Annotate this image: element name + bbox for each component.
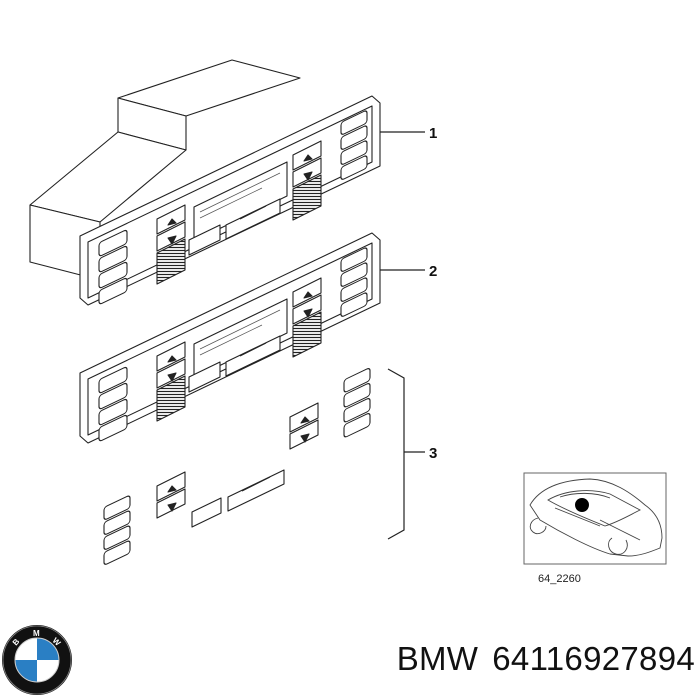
right-buttons-1 [340, 110, 368, 180]
bmw-roundel-icon: B M W [2, 625, 72, 695]
control-panel-2 [79, 232, 381, 444]
loose-left-temp-buttons [156, 471, 186, 519]
part-number: 64116927894 [492, 640, 695, 677]
left-temp-control-2 [156, 341, 186, 422]
loose-right-buttons [343, 368, 371, 438]
loose-fan-control [227, 469, 285, 512]
button-set-3 [103, 368, 371, 565]
control-unit-assembly [29, 59, 381, 306]
part-caption: BMW 64116927894 [360, 640, 695, 678]
loose-left-buttons [103, 495, 131, 565]
svg-text:B: B [11, 637, 22, 647]
callout-3: 3 [429, 445, 437, 462]
right-temp-control-2 [292, 277, 322, 358]
brand-name: BMW [396, 640, 479, 677]
car-outline-icon [529, 478, 663, 557]
location-inset: 64_2260 [523, 472, 667, 585]
display-1 [193, 161, 288, 242]
left-temp-control-1 [156, 204, 186, 285]
right-buttons-2 [340, 247, 368, 317]
callout-1: 1 [429, 125, 437, 142]
inset-code: 64_2260 [538, 573, 581, 585]
right-temp-control-1 [292, 140, 322, 221]
svg-text:M: M [33, 629, 40, 638]
loose-recirc-button [191, 497, 222, 528]
location-marker-icon [575, 498, 589, 512]
recirc-button-1 [188, 224, 221, 256]
left-buttons-2 [98, 366, 128, 442]
loose-right-temp-buttons [289, 402, 319, 450]
callout-2: 2 [429, 263, 437, 280]
left-buttons-1 [98, 229, 128, 305]
